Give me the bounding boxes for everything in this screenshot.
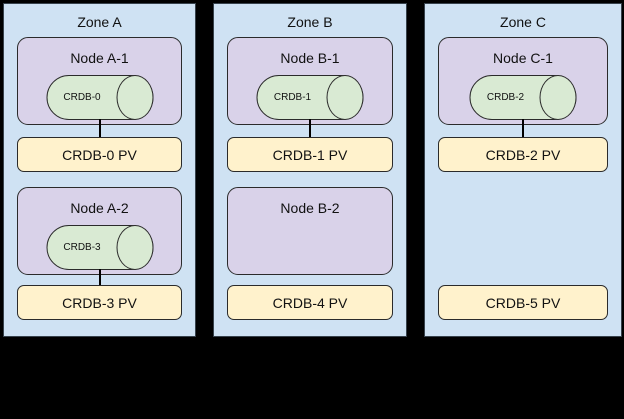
- pv-box-crdb-3: CRDB-3 PV: [17, 285, 182, 320]
- node-title: Node A-2: [70, 200, 129, 216]
- pod-cylinder-crdb-1: CRDB-1: [256, 75, 364, 120]
- pv-box-crdb-1: CRDB-1 PV: [227, 137, 393, 172]
- node-box-a2: Node A-2 CRDB-3: [17, 187, 182, 275]
- zone-panel-a: Zone A Node A-1 CRDB-0 CRDB-0 PV Node A-…: [3, 3, 196, 337]
- node-title: Node C-1: [493, 50, 553, 66]
- connector-line: [98, 269, 101, 285]
- connector-line: [98, 119, 101, 137]
- pv-box-crdb-2: CRDB-2 PV: [438, 137, 608, 172]
- zone-title: Zone B: [287, 14, 333, 30]
- cylinder-cap: [326, 75, 364, 120]
- connector-line: [309, 119, 311, 137]
- pod-label: CRDB-2: [486, 92, 525, 103]
- node-title: Node B-1: [280, 50, 340, 66]
- node-box-c1: Node C-1 CRDB-2: [438, 37, 608, 125]
- zone-title: Zone A: [77, 14, 122, 30]
- node-box-b1: Node B-1 CRDB-1: [227, 37, 393, 125]
- node-title: Node A-1: [70, 50, 129, 66]
- pv-box-crdb-5: CRDB-5 PV: [438, 285, 608, 320]
- node-title: Node B-2: [280, 200, 340, 216]
- zone-panel-c: Zone C Node C-1 CRDB-2 CRDB-2 PV CRDB-5 …: [424, 3, 622, 337]
- pod-cylinder-crdb-3: CRDB-3: [46, 225, 153, 270]
- zone-title: Zone C: [500, 14, 546, 30]
- pv-box-crdb-0: CRDB-0 PV: [17, 137, 182, 172]
- cylinder-cap: [539, 75, 577, 120]
- pod-label: CRDB-3: [63, 242, 101, 253]
- cylinder-cap: [116, 75, 153, 120]
- pod-cylinder-crdb-0: CRDB-0: [46, 75, 153, 120]
- node-box-a1: Node A-1 CRDB-0: [17, 37, 182, 125]
- pod-cylinder-crdb-2: CRDB-2: [469, 75, 577, 120]
- zone-panel-b: Zone B Node B-1 CRDB-1 CRDB-1 PV Node B-…: [213, 3, 407, 337]
- pod-label: CRDB-0: [63, 92, 101, 103]
- node-box-b2: Node B-2: [227, 187, 393, 275]
- pv-box-crdb-4: CRDB-4 PV: [227, 285, 393, 320]
- connector-line: [522, 119, 524, 137]
- pod-label: CRDB-1: [273, 92, 312, 103]
- cylinder-cap: [116, 225, 153, 270]
